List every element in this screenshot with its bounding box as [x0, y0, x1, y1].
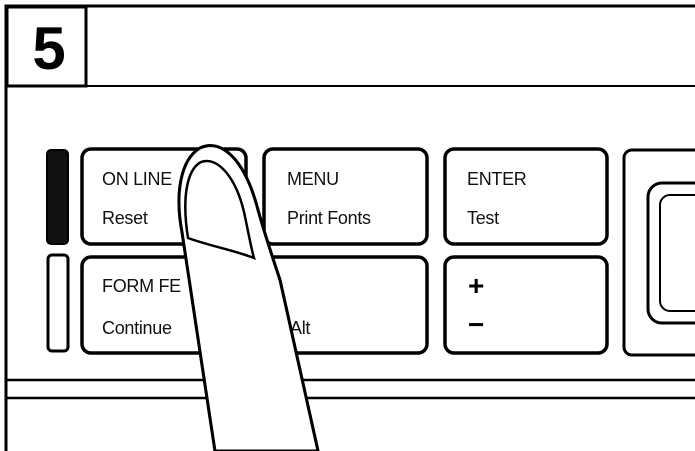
- formfeed-indicator-light: [46, 253, 70, 353]
- menu-key-bottom-label: Print Fonts: [287, 208, 371, 228]
- fingernail-overlay: [184, 159, 256, 261]
- plusminus-key[interactable]: [443, 255, 609, 355]
- enter-key[interactable]: [443, 147, 609, 246]
- formfeed-key-bottom-label: Continue: [102, 318, 172, 338]
- step-number: 5: [32, 15, 66, 82]
- panel-frame: [4, 4, 695, 451]
- online-key-top-label: ON LINE: [102, 169, 172, 189]
- menu-key[interactable]: [262, 147, 429, 246]
- minus-key-label: −: [468, 309, 485, 340]
- menu-key-top-label: MENU: [287, 169, 339, 189]
- online-indicator-light: [46, 149, 69, 245]
- enter-key-bottom-label: Test: [467, 208, 499, 228]
- alt-key-bottom-label: Alt: [290, 318, 311, 338]
- enter-key-top-label: ENTER: [467, 169, 527, 189]
- online-key-bottom-label: Reset: [102, 208, 148, 228]
- formfeed-key-top-label: FORM FE: [102, 276, 181, 296]
- display-window-inset: [659, 194, 695, 312]
- plus-key-label: +: [468, 270, 485, 301]
